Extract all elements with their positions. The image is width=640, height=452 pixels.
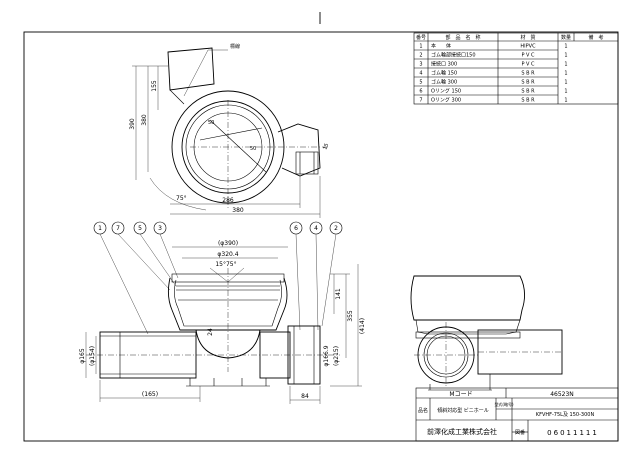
front-dim-d215: (φ215)	[333, 346, 340, 366]
title-model-value: KFVHF-75L及 150-300N	[536, 412, 595, 418]
balloon-circle	[329, 221, 343, 235]
parts-header-name: 部 品 名 称	[445, 34, 480, 41]
balloon-leader	[315, 233, 319, 331]
parts-cell-no: 7	[419, 98, 422, 104]
parts-cell-no: 4	[419, 71, 422, 77]
drawing-frame	[23, 31, 619, 442]
plan-dim-r50-2: 50	[250, 146, 256, 152]
parts-cell-material: HIPVC	[520, 44, 536, 50]
parts-cell-qty: 1	[564, 53, 567, 59]
front-dim-24: 24	[207, 328, 214, 336]
title-drawing-no-value: 06011111	[547, 429, 599, 437]
parts-cell-name: 接続口 300	[431, 61, 457, 68]
plan-dim-75deg: 75°	[176, 195, 187, 202]
front-dim-390: (φ390)	[218, 240, 238, 247]
balloon-circle	[153, 221, 167, 235]
parts-header-no: 番号	[416, 34, 426, 41]
balloon-label: 5	[138, 225, 142, 232]
side-view	[410, 275, 563, 391]
front-dim-165: (165)	[142, 391, 158, 398]
plan-dim-15: 15	[322, 143, 330, 151]
parts-cell-name: Oリング 300	[431, 97, 461, 104]
parts-cell-qty: 1	[564, 89, 567, 95]
title-name-label: 品名	[418, 407, 428, 414]
parts-cell-qty: 1	[564, 80, 567, 86]
parts-cell-qty: 1	[564, 62, 567, 68]
parts-cell-qty: 1	[564, 71, 567, 77]
parts-cell-qty: 1	[564, 98, 567, 104]
balloon-circle	[93, 221, 107, 235]
parts-cell-no: 6	[419, 89, 422, 95]
parts-cell-no: 2	[419, 53, 422, 59]
title-name-value: 傾斜対応型 ビニホール	[437, 407, 489, 414]
part-balloons: 1 7 5 3 6 4 2	[93, 221, 343, 335]
balloon-label: 3	[158, 225, 162, 232]
plan-dim-155: 155	[151, 80, 158, 92]
front-dim-d166: φ166.9	[323, 345, 330, 366]
front-dim-d154: (φ154)	[89, 346, 96, 366]
front-view: 1 7 5 3 6 4 2 (φ390) φ320.4 15°75°	[79, 221, 366, 404]
front-dim-320: φ320.4	[217, 251, 238, 258]
parts-cell-material: S B R	[521, 71, 535, 77]
parts-cell-material: P V C	[521, 62, 535, 68]
balloon-circle	[133, 221, 147, 235]
parts-cell-material: S B R	[521, 89, 535, 95]
parts-cell-no: 3	[419, 62, 422, 68]
parts-header-material: 材 質	[520, 34, 535, 41]
balloon-label: 4	[314, 225, 318, 232]
title-block: Mコード 46523N 品名 傾斜対応型 ビニホール 型式(略号) KFVHF-…	[415, 387, 619, 442]
parts-cell-name: ゴム輪 150	[431, 70, 457, 77]
plan-dim-390: 390	[129, 118, 136, 130]
parts-table: 番号 部 品 名 称 材 質 数量 備 考 1 本 体 HIPVC 1 2 ゴム輪部接続口…	[413, 32, 619, 105]
front-dim-angle: 15°75°	[215, 261, 236, 268]
front-dim-414: (414)	[359, 318, 366, 334]
balloon-leader	[99, 233, 149, 335]
plan-dim-r50-1: 50	[208, 120, 214, 126]
front-dim-355: 355	[347, 310, 354, 322]
balloon-circle	[309, 221, 323, 235]
parts-cell-name: ゴム輪部接続口150	[431, 52, 476, 59]
plan-dim-286: 286	[222, 197, 234, 204]
balloon-leader	[117, 233, 171, 291]
balloon-circle	[289, 221, 303, 235]
parts-cell-no: 1	[419, 44, 422, 50]
parts-cell-name: Oリング 150	[431, 88, 461, 95]
balloon-label: 2	[334, 225, 338, 232]
parts-cell-name: ゴム輪 300	[431, 79, 457, 86]
plan-view: 標線 390 380 155 75° 50 50 15 286 380	[129, 43, 330, 218]
balloon-leader	[295, 233, 301, 331]
title-company: 前澤化成工業株式会社	[427, 427, 497, 436]
title-drawing-no-label: 図番	[515, 429, 525, 436]
parts-header-qty: 数量	[561, 34, 571, 41]
parts-rows: 1 本 体 HIPVC 1 2 ゴム輪部接続口150 P V C 1 3 接続口 300 P V C…	[419, 43, 567, 104]
front-dim-d165: φ165	[79, 348, 86, 364]
balloon-label: 1	[98, 225, 102, 232]
balloon-leader	[139, 233, 177, 287]
parts-cell-material: P V C	[521, 53, 535, 59]
plan-guide-label: 標線	[230, 43, 240, 50]
front-dim-84: 84	[301, 393, 309, 400]
balloon-leader	[321, 233, 337, 327]
parts-header-note: 備 考	[588, 34, 603, 41]
balloon-circle	[111, 221, 125, 235]
balloon-leader	[159, 233, 179, 279]
parts-cell-material: S B R	[521, 80, 535, 86]
plan-dim-380-h: 380	[232, 207, 244, 214]
title-model-label: 型式(略号)	[494, 401, 514, 407]
parts-cell-qty: 1	[564, 44, 567, 50]
plan-dim-380-v: 380	[141, 114, 148, 126]
parts-cell-material: S B R	[521, 98, 535, 104]
front-dim-141: 141	[335, 288, 342, 300]
balloon-label: 7	[116, 225, 120, 232]
title-code-label: Mコード	[449, 391, 472, 398]
parts-cell-name: 本 体	[431, 43, 451, 50]
parts-cell-no: 5	[419, 80, 422, 86]
title-code-value: 46523N	[550, 391, 574, 398]
balloon-label: 6	[294, 225, 298, 232]
